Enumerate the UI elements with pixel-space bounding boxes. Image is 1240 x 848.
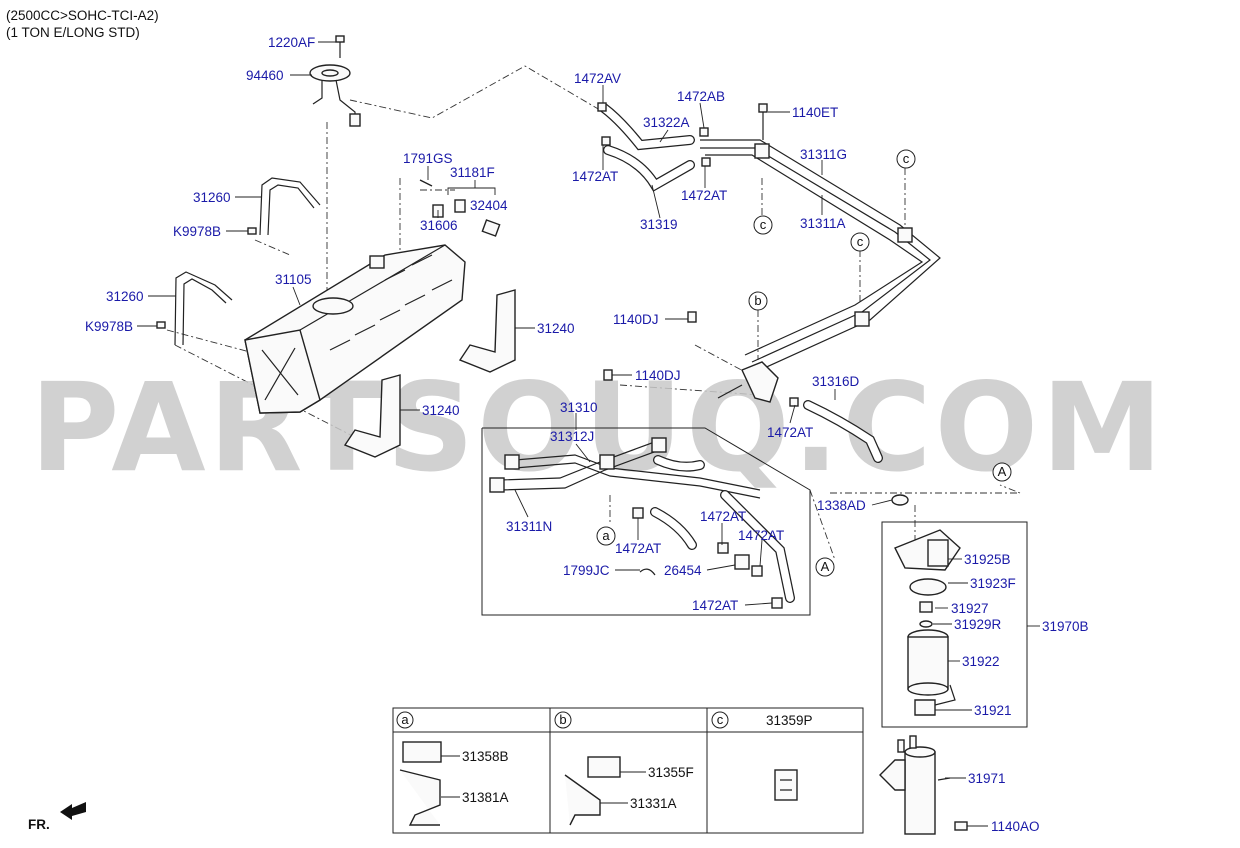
label-94460: 94460 [246, 68, 284, 83]
label-K9978B-lower: K9978B [85, 319, 133, 334]
label-1472AV: 1472AV [574, 71, 621, 86]
callout-c-1: c [753, 215, 773, 235]
label-31929R: 31929R [954, 617, 1002, 632]
label-1472AT-upper-left: 1472AT [572, 169, 618, 184]
label-31316D: 31316D [812, 374, 860, 389]
leader-lines [137, 41, 1040, 827]
front-arrow-icon [60, 802, 86, 820]
label-31606: 31606 [420, 218, 458, 233]
svg-text:c: c [857, 234, 864, 249]
label-31312J: 31312J [550, 429, 594, 444]
label-31971: 31971 [968, 771, 1006, 786]
label-K9978B-upper: K9978B [173, 224, 221, 239]
label-1472AT-upper-right: 1472AT [681, 188, 727, 203]
fuel-sender-unit-drawing [309, 35, 361, 127]
label-31311N: 31311N [506, 519, 552, 534]
label-31310: 31310 [560, 400, 598, 415]
label-1472AT-box-left: 1472AT [615, 541, 661, 556]
label-31105: 31105 [275, 272, 312, 287]
label-1472AT-box-right: 1472AT [738, 528, 784, 543]
label-26454: 26454 [664, 563, 702, 578]
tank-straps-drawing [156, 177, 321, 346]
svg-text:b: b [559, 712, 566, 727]
label-31319: 31319 [640, 217, 678, 232]
label-31925B: 31925B [964, 552, 1011, 567]
label-31927: 31927 [951, 601, 989, 616]
front-direction-indicator: FR. [28, 802, 86, 832]
callout-A-filter: A [992, 462, 1012, 482]
label-32404: 32404 [470, 198, 508, 213]
label-1472AT-box-bottom: 1472AT [692, 598, 738, 613]
svg-text:A: A [998, 464, 1007, 479]
label-31240-lower: 31240 [422, 403, 460, 418]
label-31331A: 31331A [630, 796, 677, 811]
callout-b-upper: b [748, 291, 768, 311]
svg-text:c: c [717, 712, 724, 727]
fuel-tank-drawing [244, 244, 466, 414]
label-31240-upper: 31240 [537, 321, 575, 336]
label-1140ET: 1140ET [792, 105, 838, 120]
header-model-spec: (1 TON E/LONG STD) [6, 25, 140, 40]
callout-c-2: c [896, 149, 916, 169]
label-1140AO: 1140AO [991, 819, 1040, 834]
upper-fuel-lines-drawing [597, 102, 941, 463]
svg-text:c: c [760, 217, 767, 232]
label-31181F: 31181F [450, 165, 495, 180]
label-31260-upper: 31260 [193, 190, 231, 205]
header-engine-spec: (2500CC>SOHC-TCI-A2) [6, 8, 159, 23]
callout-c-3: c [850, 232, 870, 252]
label-31381A: 31381A [462, 790, 509, 805]
svg-text:c: c [903, 151, 910, 166]
label-1472AT-mid: 1472AT [767, 425, 813, 440]
label-31358B: 31358B [462, 749, 509, 764]
fuel-filter-assembly-box [881, 494, 1028, 728]
tank-brackets-drawing [343, 289, 516, 458]
label-31921: 31921 [974, 703, 1012, 718]
label-1791GS: 1791GS [403, 151, 453, 166]
sedimenter-drawing [879, 735, 968, 835]
subbox-header-a: a [396, 711, 414, 729]
label-31311G: 31311G [800, 147, 847, 162]
subbox-header-b: b [554, 711, 572, 729]
label-31970B: 31970B [1042, 619, 1089, 634]
clip-detail-boxes [392, 707, 864, 834]
label-31922: 31922 [962, 654, 1000, 669]
label-31923F: 31923F [970, 576, 1016, 591]
svg-text:b: b [754, 293, 761, 308]
subbox-header-c: c [711, 711, 729, 729]
label-1220AF: 1220AF [268, 35, 315, 50]
part-labels: 1220AF 94460 1791GS 31181F 32404 31606 3… [85, 35, 1089, 834]
label-31355F: 31355F [648, 765, 694, 780]
callout-A-lower: A [815, 557, 835, 577]
front-label: FR. [28, 817, 50, 832]
callout-a-lower: a [596, 526, 616, 546]
label-31322A: 31322A [643, 115, 690, 130]
svg-text:a: a [602, 528, 610, 543]
label-1140DJ-upper: 1140DJ [613, 312, 659, 327]
label-31359P: 31359P [766, 713, 813, 728]
label-1472AB: 1472AB [677, 89, 725, 104]
svg-text:A: A [821, 559, 830, 574]
label-1799JC: 1799JC [563, 563, 610, 578]
label-31260-lower: 31260 [106, 289, 144, 304]
svg-text:a: a [401, 712, 409, 727]
label-1140DJ-lower: 1140DJ [635, 368, 681, 383]
label-1338AD: 1338AD [817, 498, 866, 513]
label-31311A: 31311A [800, 216, 846, 231]
label-1472AT-box-top: 1472AT [700, 509, 746, 524]
